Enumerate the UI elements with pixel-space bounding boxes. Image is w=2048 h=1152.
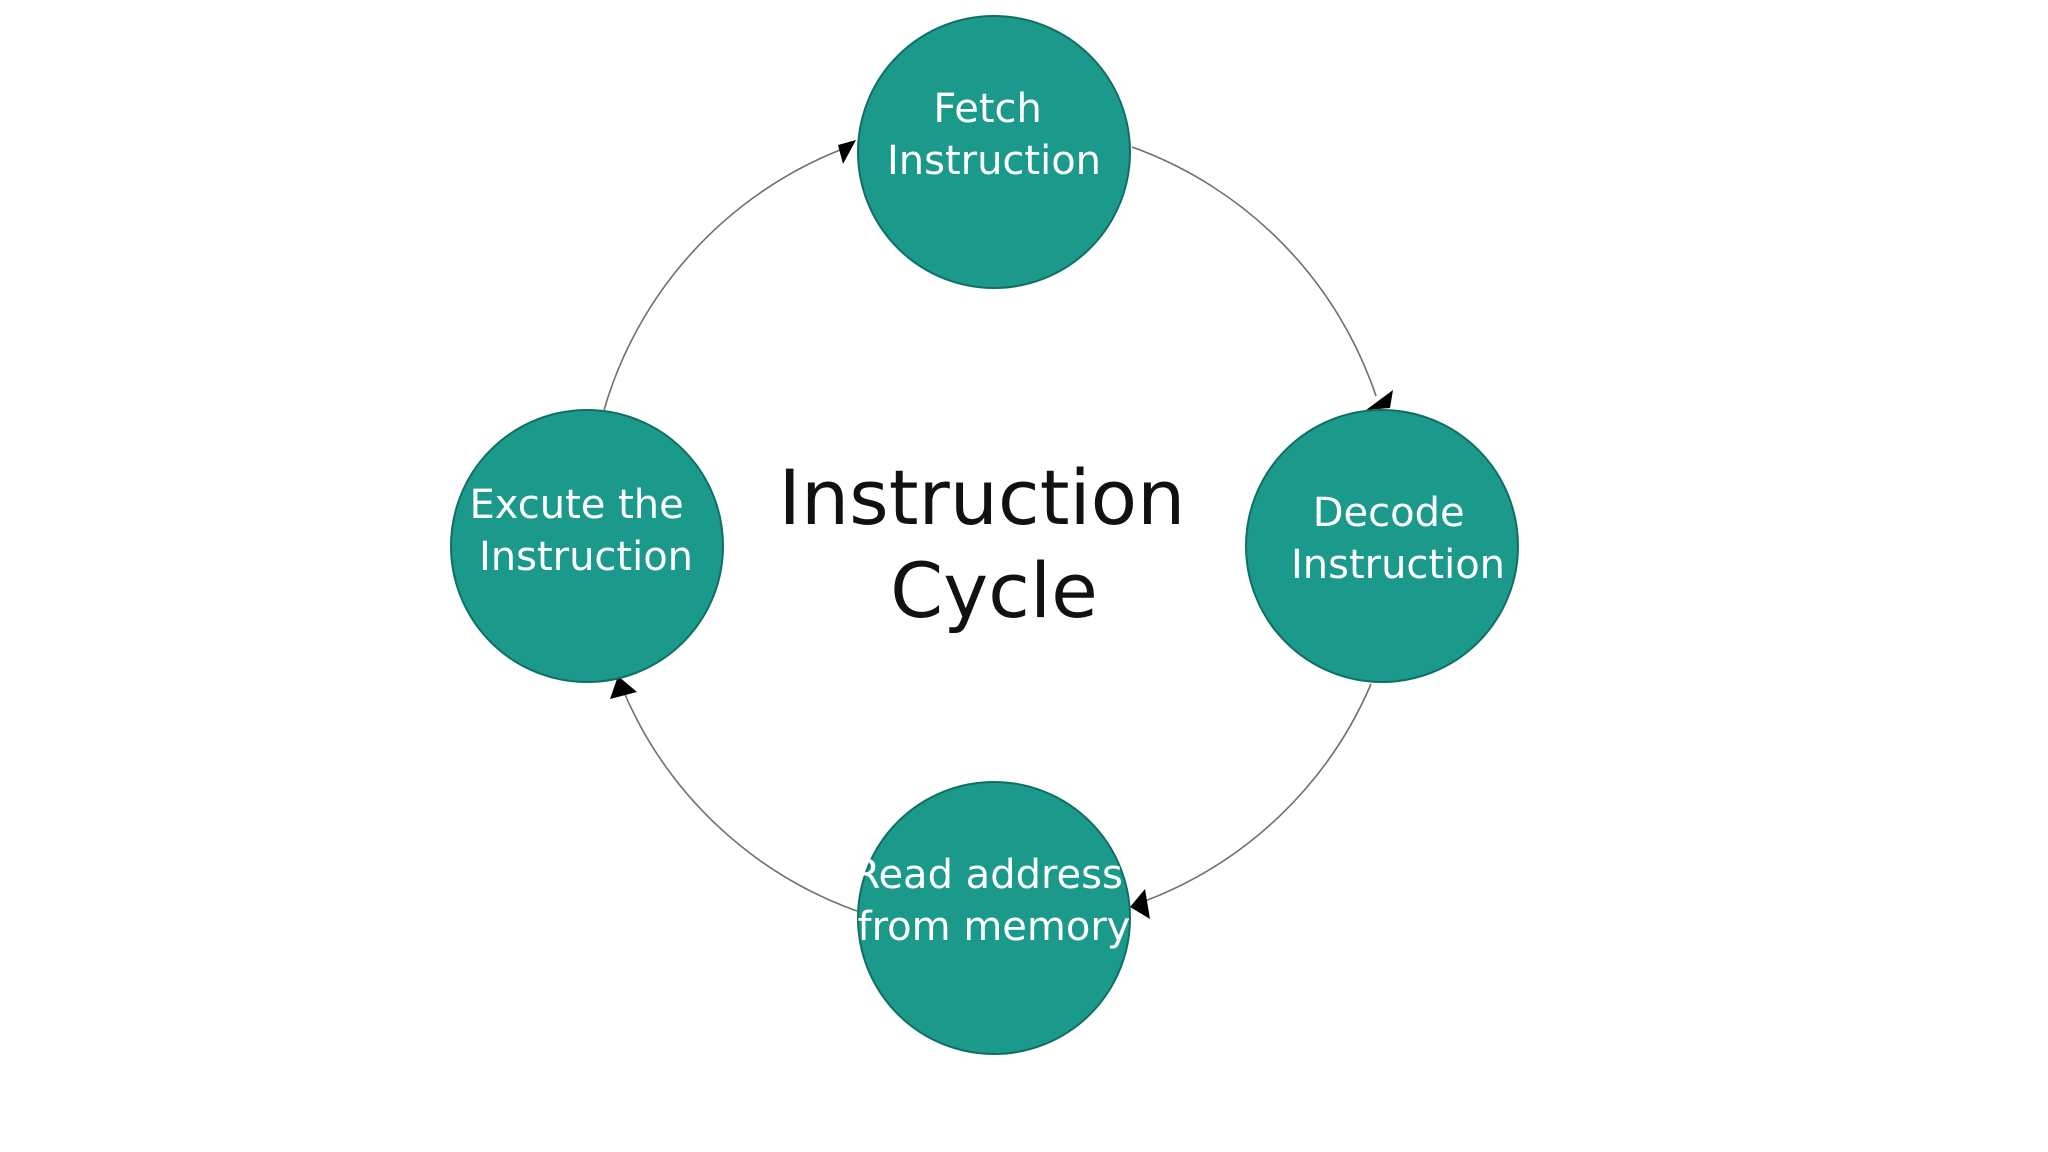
node-execute-instruction: Excute the Instruction <box>450 409 724 683</box>
arrowhead-into-execute <box>610 676 637 699</box>
center-title-line-2: Cycle <box>890 546 1098 635</box>
node-label-line-1: Excute the <box>470 482 684 528</box>
node-circle <box>1245 409 1519 683</box>
node-label: Decode Instruction <box>1291 490 1505 588</box>
arc-fetch-to-decode <box>1131 146 1377 397</box>
node-label-line-1: Read address <box>852 852 1122 898</box>
node-label-line-1: Decode <box>1313 490 1465 536</box>
node-label-line-2: Instruction <box>1291 542 1505 588</box>
arrowhead-into-decode <box>1366 390 1393 410</box>
node-read-address-from-memory: Read address from memory <box>852 781 1135 1055</box>
arrowhead-into-fetch <box>838 140 856 164</box>
node-circle <box>857 781 1131 1055</box>
node-label: Fetch Instruction <box>887 86 1101 184</box>
node-circle <box>450 409 724 683</box>
center-title: Instruction Cycle <box>779 453 1210 635</box>
node-label-line-2: Instruction <box>479 534 693 580</box>
node-label: Excute the Instruction <box>470 482 697 580</box>
node-label-line-2: Instruction <box>887 138 1101 184</box>
arc-execute-to-fetch <box>603 149 841 411</box>
cycle-arrows <box>603 140 1393 919</box>
node-label-line-2: from memory <box>858 904 1131 950</box>
arc-read-to-execute <box>622 689 858 912</box>
center-title-line-1: Instruction <box>779 453 1186 542</box>
arc-decode-to-read <box>1144 683 1372 902</box>
node-label-line-1: Fetch <box>933 86 1041 132</box>
node-fetch-instruction: Fetch Instruction <box>857 15 1131 289</box>
node-circle <box>857 15 1131 289</box>
node-decode-instruction: Decode Instruction <box>1245 409 1519 683</box>
arrowhead-into-read <box>1130 889 1150 919</box>
node-label: Read address from memory <box>852 852 1135 950</box>
